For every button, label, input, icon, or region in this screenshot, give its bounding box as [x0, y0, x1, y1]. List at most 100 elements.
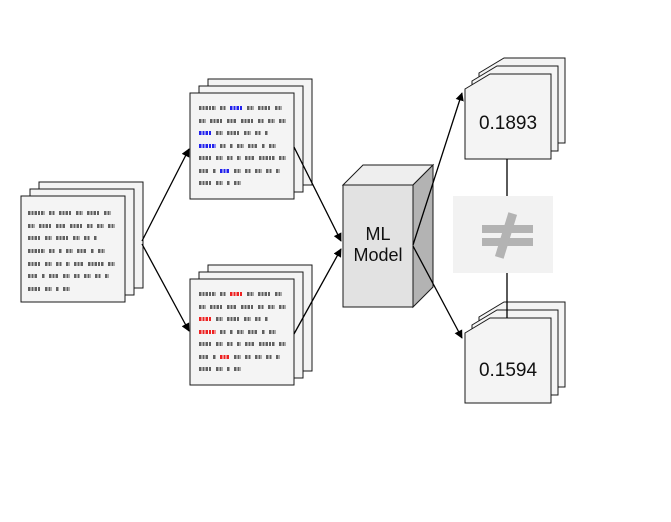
dash-token	[237, 143, 244, 148]
dash-token	[94, 274, 102, 279]
dash-token	[279, 156, 286, 160]
dash-token	[275, 292, 282, 296]
dash-token	[275, 106, 282, 110]
dash-token	[237, 329, 244, 334]
arrow-blue-to-model	[293, 146, 342, 242]
dash-token	[230, 292, 244, 296]
arrow-source-to-red	[141, 243, 190, 332]
dash-token	[226, 304, 237, 309]
dash-token	[86, 223, 94, 228]
dash-token	[234, 181, 241, 185]
dash-text-row	[199, 354, 290, 359]
dash-token	[226, 367, 231, 371]
dash-token	[257, 304, 265, 309]
dash-token	[216, 317, 223, 321]
dash-text-row	[199, 143, 290, 148]
dash-token	[199, 342, 213, 346]
dash-token	[55, 236, 69, 241]
dash-token	[28, 211, 45, 215]
dash-token	[226, 131, 240, 135]
dash-token	[255, 168, 262, 173]
dash-token	[226, 156, 234, 160]
score-bottom-card-front	[464, 317, 552, 404]
dash-token	[55, 261, 63, 266]
dash-token	[73, 261, 84, 266]
dash-token	[73, 274, 81, 279]
dash-token	[216, 181, 223, 185]
dash-token	[234, 168, 241, 173]
dash-token	[219, 329, 227, 334]
dash-token	[254, 131, 262, 135]
dash-token	[237, 156, 241, 160]
dash-token	[199, 367, 213, 371]
dash-token	[219, 143, 227, 148]
dash-token	[247, 106, 254, 110]
dash-token	[63, 287, 70, 292]
dash-token	[55, 223, 66, 228]
dash-token	[240, 304, 254, 309]
dash-token	[230, 106, 244, 110]
dash-token	[199, 354, 209, 359]
dash-token	[247, 329, 258, 334]
dash-token	[279, 118, 286, 123]
dash-token	[86, 211, 101, 215]
dash-text-row	[28, 274, 119, 279]
dash-token	[244, 156, 255, 160]
dash-token	[199, 181, 213, 185]
dash-token	[76, 211, 83, 215]
dash-token	[261, 329, 266, 334]
dash-text-row	[199, 118, 290, 123]
dash-text-row	[199, 181, 290, 185]
ml-model-box	[341, 163, 435, 309]
arrow-source-to-blue	[141, 148, 190, 242]
dash-text-row	[199, 131, 290, 135]
dash-token	[199, 118, 206, 123]
dash-token	[257, 292, 272, 296]
dash-text-row	[28, 261, 119, 266]
not-equal-box	[453, 196, 553, 273]
dash-token	[59, 211, 73, 215]
dash-text-row	[28, 223, 119, 228]
dash-text-row	[199, 304, 290, 309]
dash-token	[265, 354, 273, 359]
dash-token	[258, 156, 276, 160]
arrow-model-to-score-bottom	[412, 245, 463, 339]
dash-token	[279, 342, 286, 346]
dash-token	[76, 249, 87, 254]
dash-token	[244, 354, 252, 359]
dash-token	[98, 249, 105, 254]
dash-token	[105, 274, 109, 279]
dash-text-row	[28, 249, 119, 254]
dash-token	[234, 354, 241, 359]
dash-token	[220, 354, 231, 359]
dash-token	[108, 223, 115, 228]
dash-token	[41, 274, 46, 279]
dash-token	[265, 317, 269, 321]
dash-token	[104, 211, 111, 215]
dash-token	[66, 261, 70, 266]
dash-token	[269, 329, 276, 334]
connector-arrows	[141, 92, 508, 339]
dash-token	[108, 261, 115, 266]
dash-token	[276, 354, 280, 359]
dash-text-row	[199, 367, 290, 371]
dash-token	[45, 236, 52, 241]
dash-text-row	[28, 236, 119, 241]
dash-token	[226, 317, 240, 321]
dash-token	[240, 118, 254, 123]
dash-token	[268, 304, 276, 309]
dash-token	[49, 274, 60, 279]
dash-token	[66, 249, 73, 254]
dash-token	[97, 223, 105, 228]
dash-token	[28, 261, 42, 266]
dash-token	[28, 249, 45, 254]
dash-token	[257, 118, 265, 123]
dash-token	[28, 223, 35, 228]
blue-perturbed-text	[199, 106, 290, 194]
dash-token	[69, 223, 83, 228]
dash-token	[269, 143, 276, 148]
dash-text-row	[199, 168, 290, 173]
dash-token	[247, 143, 258, 148]
dash-token	[199, 168, 209, 173]
